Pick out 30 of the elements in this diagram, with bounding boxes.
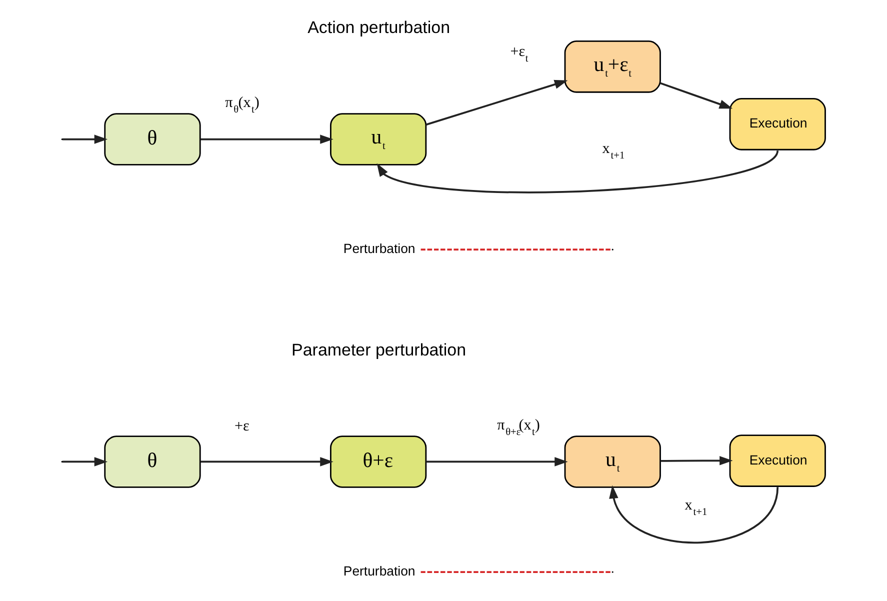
node-box: u$_{t}$ — [564, 436, 661, 488]
edge-label: π$_{θ+ε}$(x$_{t}$) — [497, 417, 540, 438]
node-box: θ — [104, 436, 201, 488]
node-box: Execution — [729, 434, 826, 487]
arrow — [660, 456, 733, 466]
edge-label: x$_{t+1}$ — [684, 498, 708, 518]
arrow — [62, 457, 108, 466]
arrow — [660, 82, 733, 109]
node-text: Perturbation — [343, 241, 416, 256]
arrow — [426, 457, 568, 466]
arrow — [609, 485, 779, 544]
node-box: θ+ε — [330, 436, 427, 488]
node-box: Execution — [729, 98, 826, 150]
node-box: θ — [104, 113, 201, 166]
node-text: Perturbation — [343, 564, 416, 579]
arrow — [200, 134, 334, 144]
arrow — [376, 150, 778, 194]
edge-label: π$_{θ}$(x$_{t}$) — [225, 95, 260, 116]
edge-label: +ε — [234, 418, 250, 434]
arrow — [426, 80, 568, 126]
node-box: u$_{t}$+ε$_{t}$ — [564, 40, 661, 93]
label: Action perturbation — [308, 18, 450, 38]
node-box: u$_{t}$ — [330, 113, 427, 166]
arrow — [62, 134, 108, 144]
edge-label: x$_{t+1}$ — [602, 141, 625, 162]
arrow — [200, 457, 334, 466]
connector — [420, 571, 612, 573]
edge-label: +ε$_{t}$ — [510, 44, 528, 65]
connector — [420, 248, 612, 251]
label: Parameter perturbation — [292, 340, 466, 360]
